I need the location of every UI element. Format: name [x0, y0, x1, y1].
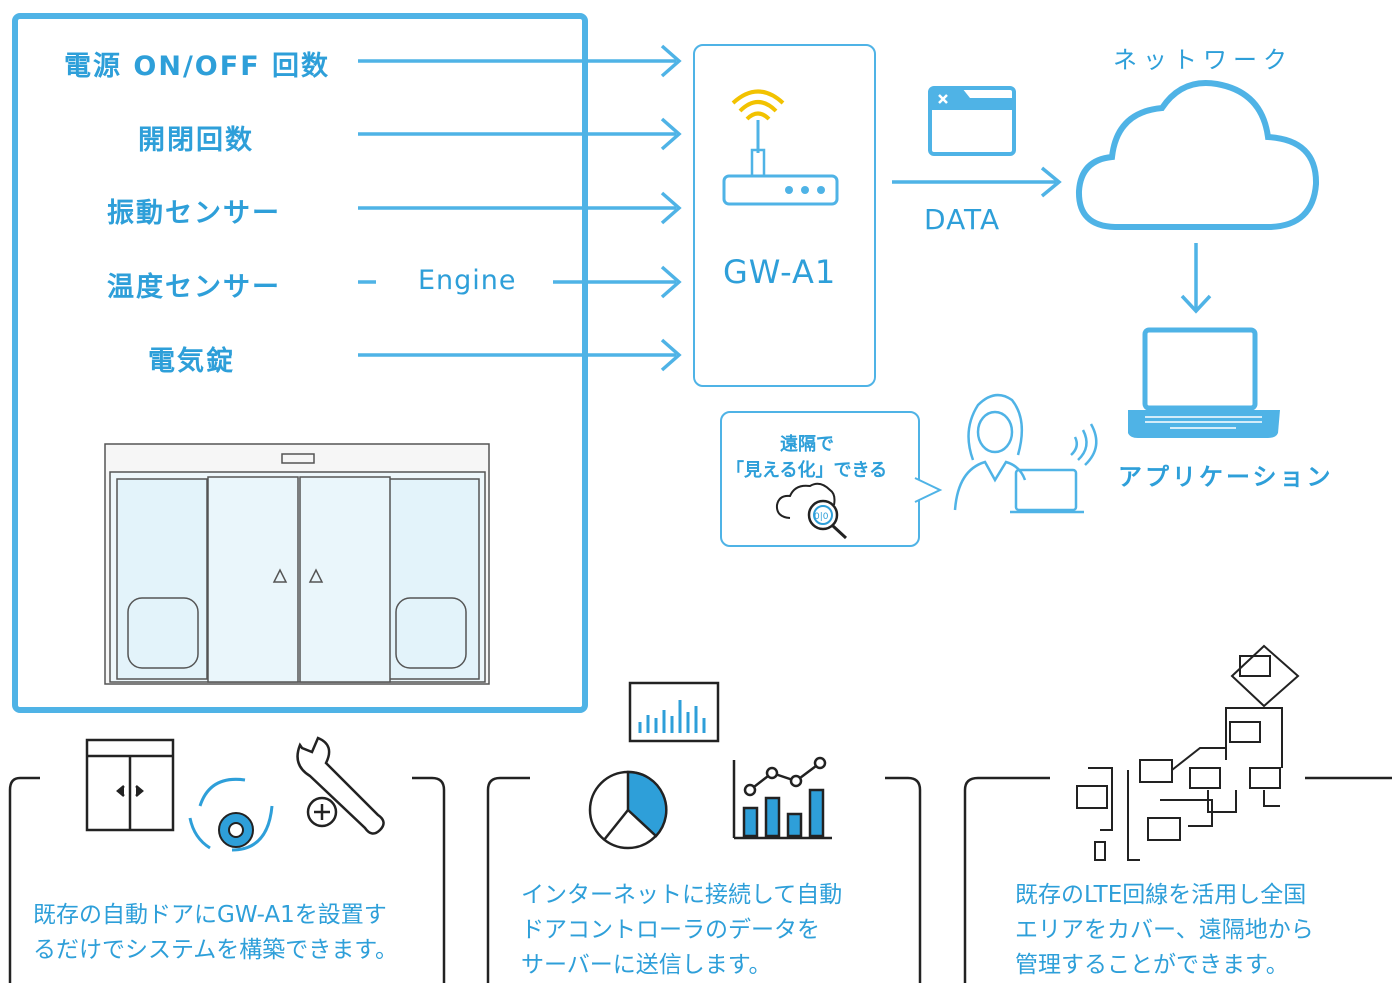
- arrow-head-open-close: [660, 117, 682, 151]
- feature-3-line-2: エリアをカバー、遠隔地から: [1015, 917, 1314, 943]
- person-icon: [953, 393, 1098, 514]
- automatic-door-illustration: [104, 443, 490, 685]
- arrow-head-power: [660, 44, 682, 78]
- feature-1-text: 既存の自動ドアにGW-A1を設置す るだけでシステムを構築できます。: [33, 898, 398, 968]
- network-map-icon: [1076, 644, 1300, 861]
- data-window-icon: [928, 86, 1016, 156]
- application-label: アプリケーション: [1118, 463, 1334, 491]
- gateway-box: [693, 44, 876, 387]
- network-label: ネットワーク: [1113, 46, 1293, 74]
- feature-3-line-3: 管理することができます。: [1015, 952, 1289, 978]
- laptop-icon: [1128, 327, 1280, 438]
- sensor-group-frame: [12, 13, 588, 713]
- cloud-to-app-arrow: [1180, 243, 1212, 314]
- bubble-tail: [914, 477, 943, 503]
- gear-cycle-icon: [188, 777, 274, 852]
- panel-1-left: [8, 776, 40, 983]
- engine-label: Engine: [418, 265, 517, 296]
- panel-2-left: [486, 776, 530, 983]
- feature-panel-frames: [8, 776, 1392, 983]
- wrench-icon: [296, 736, 385, 835]
- feature-1-line-2: るだけでシステムを構築できます。: [33, 937, 399, 963]
- sensor-temperature: 温度センサー: [107, 272, 281, 303]
- panel-2-right: [885, 776, 922, 983]
- feature-2-line-1: インターネットに接続して自動: [521, 882, 843, 908]
- sensor-arrows: [358, 44, 682, 372]
- bubble-line-1: 遠隔で: [780, 434, 834, 455]
- sensor-vibration: 振動センサー: [107, 198, 281, 229]
- data-label: DATA: [924, 203, 1001, 236]
- feature-2-line-2: ドアコントローラのデータを: [521, 917, 820, 943]
- svg-text:0|0: 0|0: [814, 512, 829, 522]
- pie-chart-icon: [588, 770, 668, 850]
- cloud-icon: [1075, 80, 1320, 230]
- data-arrow: [892, 166, 1062, 198]
- feature-2-line-3: サーバーに送信します。: [521, 952, 772, 978]
- panel-3-left: [963, 776, 1050, 983]
- sensor-open-close-count: 開閉回数: [138, 125, 254, 156]
- feature-3-text: 既存のLTE回線を活用し全国 エリアをカバー、遠隔地から 管理することができます…: [1015, 878, 1314, 983]
- feature-2-text: インターネットに接続して自動 ドアコントローラのデータを サーバーに送信します。: [521, 878, 842, 983]
- monitor-chart-icon: [628, 681, 720, 743]
- sensor-electric-lock: 電気錠: [148, 346, 235, 377]
- arrow-head-electric-lock: [660, 338, 682, 372]
- gateway-label: GW-A1: [723, 253, 837, 291]
- bubble-line-2: 「見える化」できる: [726, 460, 888, 481]
- door-icon: [85, 738, 175, 832]
- sensor-power-count: 電源 ON/OFF 回数: [64, 51, 331, 82]
- router-icon: [722, 89, 839, 206]
- feature-1-line-1: 既存の自動ドアにGW-A1を設置す: [33, 902, 387, 928]
- arrow-head-vibration: [660, 191, 682, 225]
- arrow-head-temperature: [660, 265, 682, 299]
- magnifier-cloud-icon: 0|0: [775, 482, 848, 540]
- bar-line-chart-icon: [732, 756, 832, 840]
- panel-1-right: [412, 776, 446, 983]
- feature-3-line-1: 既存のLTE回線を活用し全国: [1015, 882, 1307, 908]
